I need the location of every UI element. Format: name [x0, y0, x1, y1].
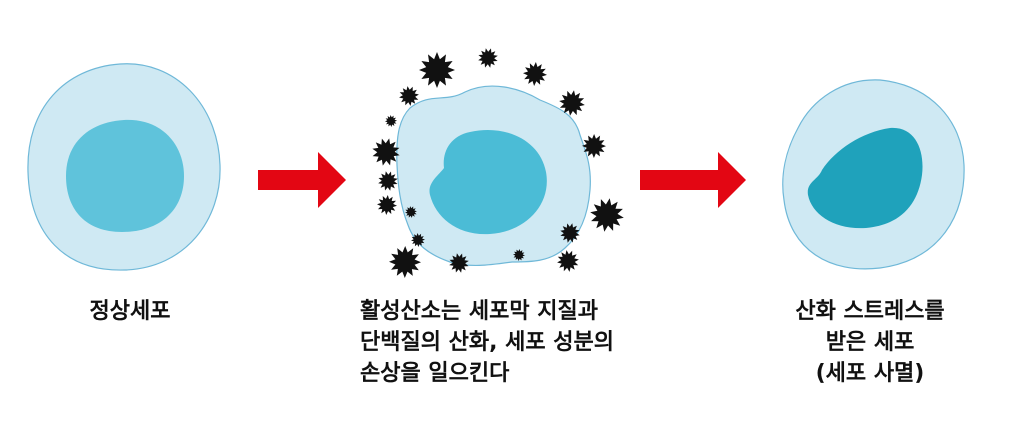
free-radical-icon [559, 90, 585, 116]
free-radicals [372, 48, 624, 278]
free-radical-icon [560, 223, 580, 243]
ros-cell-nucleus [429, 129, 547, 235]
free-radical-icon [590, 198, 624, 232]
normal-cell-caption: 정상세포 [89, 299, 171, 324]
stressed-cell [782, 79, 965, 270]
free-radical-icon [582, 134, 606, 158]
free-radical-icon [377, 195, 397, 215]
free-radical-icon [513, 249, 525, 261]
free-radical-icon [411, 233, 425, 247]
free-radical-icon [405, 206, 417, 218]
free-radical-icon [399, 86, 419, 106]
arrow-right-icon [258, 152, 346, 208]
free-radical-icon [557, 250, 579, 272]
ros-cell-caption: 활성산소는 세포막 지질과 단백질의 산화, 세포 성분의 손상을 일으킨다 [360, 299, 614, 386]
free-radical-icon [385, 115, 397, 127]
normal-cell [27, 63, 221, 271]
free-radical-icon [378, 171, 398, 191]
free-radical-icon [372, 138, 400, 166]
ros-attacked-cell [396, 85, 591, 267]
free-radical-icon [478, 48, 498, 68]
free-radical-icon [389, 246, 421, 278]
normal-cell-nucleus [66, 119, 184, 232]
free-radical-icon [449, 253, 469, 273]
free-radical-icon [419, 52, 455, 88]
free-radical-icon [523, 62, 547, 86]
arrow-right-icon [640, 152, 746, 208]
stressed-cell-caption: 산화 스트레스를 받은 세포 (세포 사멸) [795, 299, 945, 386]
stressed-cell-nucleus [807, 127, 923, 229]
